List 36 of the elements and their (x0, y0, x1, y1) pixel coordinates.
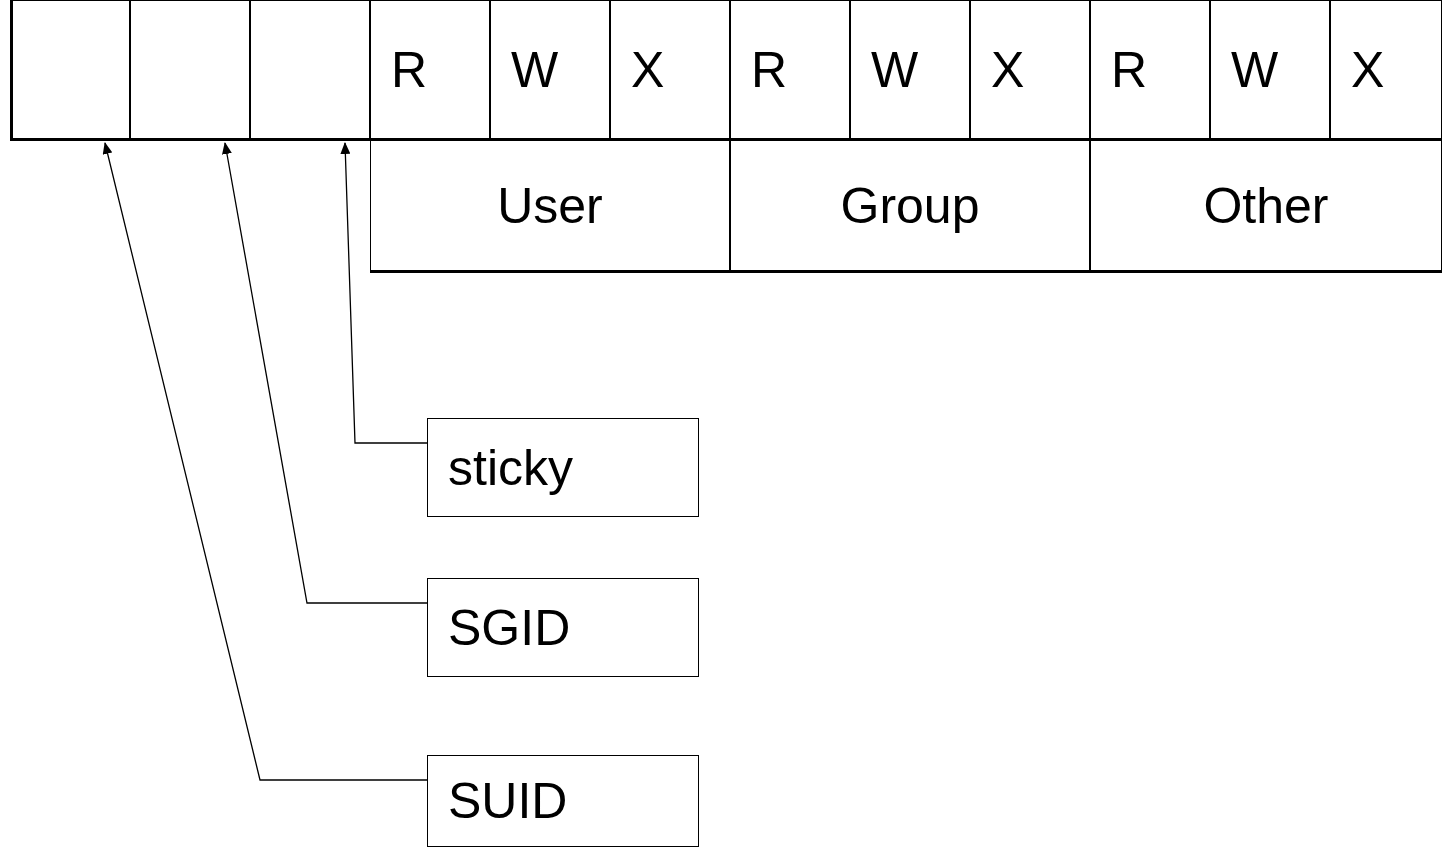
permission-cell (1210, 0, 1330, 141)
bit-label-box (427, 755, 699, 847)
permission-letter: X (1351, 44, 1385, 95)
class-name: User (497, 180, 603, 231)
permission-letter: W (511, 44, 559, 95)
class-name: Group (840, 180, 980, 231)
class-name: Other (1203, 180, 1329, 231)
empty-cell (10, 0, 130, 141)
empty-cell (250, 0, 370, 141)
leader-arrow (340, 142, 428, 444)
bit-name: sticky (448, 442, 573, 493)
class-cell (370, 140, 730, 273)
permission-cell (610, 0, 730, 141)
empty-cell (130, 0, 250, 141)
bit-name: SUID (448, 776, 568, 826)
permission-cell (970, 0, 1090, 141)
permission-cell (1090, 0, 1210, 141)
bit-name: SGID (448, 602, 571, 653)
class-cell (730, 140, 1090, 273)
permission-letter: X (631, 44, 665, 95)
leader-arrow (222, 142, 428, 604)
permission-letter: R (1111, 44, 1148, 95)
permission-letter: W (1231, 44, 1279, 95)
permission-cell (370, 0, 490, 141)
bit-label-box (427, 578, 699, 677)
permission-cell (490, 0, 610, 141)
class-cell (1090, 140, 1442, 273)
leader-arrow (102, 142, 428, 781)
permission-letter: R (751, 44, 788, 95)
permission-letter: W (871, 44, 919, 95)
permission-cell (850, 0, 970, 141)
permission-cell (730, 0, 850, 141)
permission-cell (1330, 0, 1442, 141)
permission-letter: R (391, 44, 428, 95)
permission-letter: X (991, 44, 1025, 95)
bit-label-box (427, 418, 699, 517)
